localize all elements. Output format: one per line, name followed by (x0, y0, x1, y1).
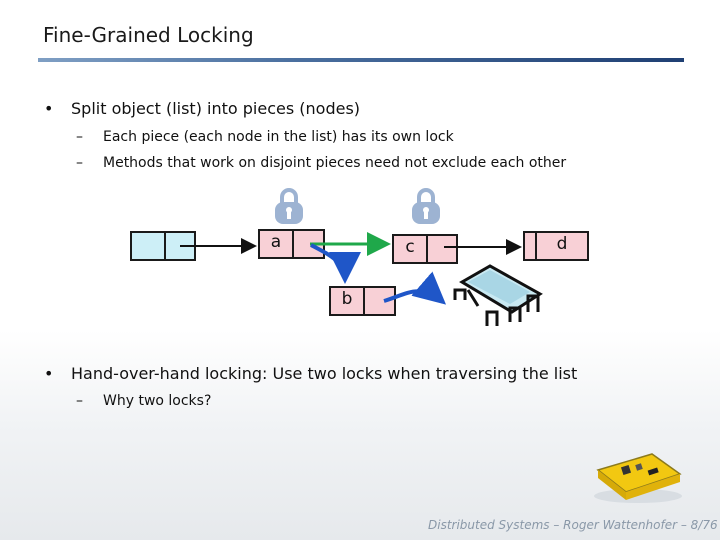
sub-bullet-marker: – (76, 393, 83, 409)
list-node-c: c (392, 234, 458, 264)
title-underline (38, 58, 684, 62)
sub-bullet-own-lock: – Each piece (each node in the list) has… (76, 129, 454, 145)
lock-icon (275, 188, 303, 224)
node-pointer-cell (164, 233, 194, 259)
bullet-marker: • (44, 99, 54, 118)
bullet-split-object: • Split object (list) into pieces (nodes… (44, 99, 361, 118)
sub-bullet-text: Why two locks? (103, 393, 212, 409)
sub-bullet-disjoint-pieces: – Methods that work on disjoint pieces n… (76, 155, 567, 171)
node-pointer-cell (426, 236, 456, 262)
lock-icon (412, 188, 440, 224)
sub-bullet-marker: – (76, 129, 83, 145)
bullet-hand-over-hand: • Hand-over-hand locking: Use two locks … (44, 364, 578, 383)
background-snow (0, 330, 720, 540)
sub-bullet-why-two-locks: – Why two locks? (76, 393, 212, 409)
slide-title: Fine-Grained Locking (43, 23, 254, 47)
workers-carrying-table-icon (453, 264, 543, 326)
node-label: b (341, 289, 353, 309)
sub-bullet-text: Methods that work on disjoint pieces nee… (103, 155, 567, 171)
arrow-a-to-b (310, 243, 361, 284)
node-pointer-cell (363, 288, 394, 314)
bullet-text: Hand-over-hand locking: Use two locks wh… (71, 364, 578, 383)
bullet-text: Split object (list) into pieces (nodes) (71, 99, 361, 118)
arrow-b-to-c (383, 271, 447, 305)
sensor-device-icon (594, 453, 682, 503)
node-pointer-cell (292, 231, 323, 257)
bullet-marker: • (44, 364, 54, 383)
sub-bullet-text: Each piece (each node in the list) has i… (103, 129, 454, 145)
slide-footer: Distributed Systems – Roger Wattenhofer … (428, 518, 718, 532)
sub-bullet-marker: – (76, 155, 83, 171)
node-label: d (535, 233, 587, 259)
node-label: c (405, 237, 415, 257)
node-label: a (270, 232, 282, 252)
list-node-d: d (523, 231, 589, 261)
